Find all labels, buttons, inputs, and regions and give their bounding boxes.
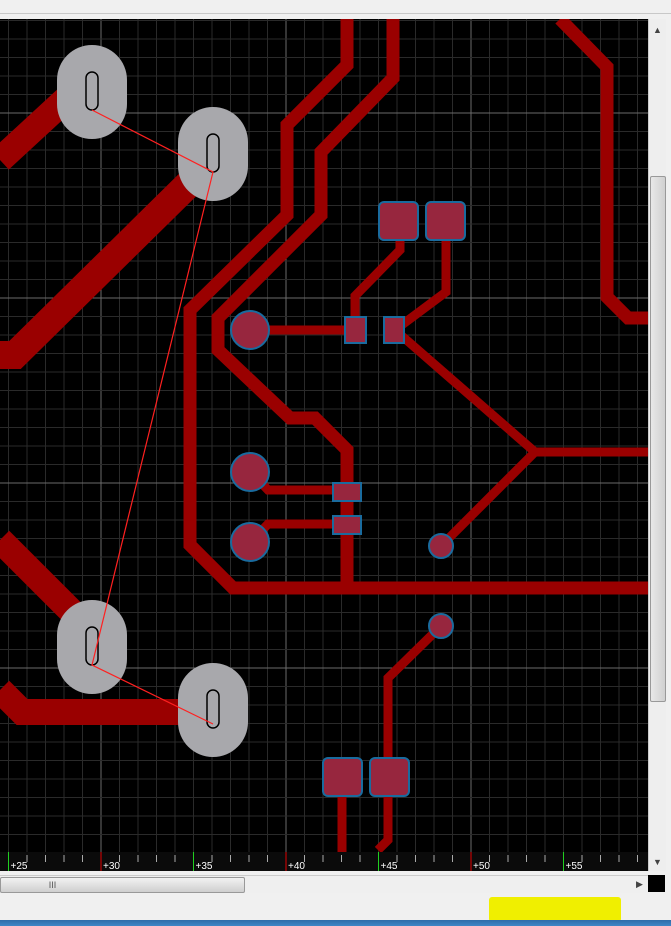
through-hole-pad[interactable] bbox=[57, 45, 127, 139]
smd-pad[interactable] bbox=[344, 316, 367, 344]
via[interactable] bbox=[428, 613, 454, 639]
smd-pad[interactable] bbox=[383, 316, 405, 344]
trace[interactable] bbox=[437, 448, 539, 550]
trace[interactable] bbox=[0, 150, 223, 369]
smd-pad[interactable] bbox=[378, 201, 419, 241]
vertical-scrollbar[interactable]: ▲ ▼ bbox=[648, 19, 666, 871]
vertical-scroll-thumb[interactable] bbox=[650, 176, 666, 702]
ruler-ticks: +25 +30 +35 +40 +45 +50 +55 bbox=[8, 852, 638, 872]
traces bbox=[0, 14, 648, 871]
ruler-label: +40 bbox=[288, 861, 305, 871]
scroll-grip: III bbox=[48, 880, 57, 890]
ruler-label: +55 bbox=[566, 861, 583, 871]
taskbar bbox=[0, 920, 671, 926]
smd-pads bbox=[230, 201, 466, 797]
through-hole-pad[interactable] bbox=[57, 600, 127, 694]
scroll-up-icon[interactable]: ▲ bbox=[653, 25, 662, 35]
trace[interactable] bbox=[211, 19, 400, 588]
scroll-right-icon[interactable]: ▶ bbox=[636, 879, 643, 889]
highlight-mark bbox=[489, 897, 621, 922]
window-top-bar bbox=[0, 0, 671, 14]
ruler-label: +45 bbox=[381, 861, 398, 871]
ruler-label: +25 bbox=[11, 861, 28, 871]
ratsnest-line bbox=[91, 109, 214, 725]
trace[interactable] bbox=[555, 14, 648, 325]
pcb-canvas[interactable]: +25 +30 +35 +40 +45 +50 +55 bbox=[0, 14, 648, 872]
ruler-label: +35 bbox=[196, 861, 213, 871]
smd-pad[interactable] bbox=[369, 757, 410, 797]
ruler-label: +30 bbox=[103, 861, 120, 871]
smd-pad[interactable] bbox=[425, 201, 466, 241]
through-hole-pad[interactable] bbox=[178, 107, 248, 201]
through-hole-pads bbox=[57, 45, 248, 757]
trace[interactable] bbox=[392, 222, 451, 334]
ruler-label: +50 bbox=[473, 861, 490, 871]
smd-pad[interactable] bbox=[332, 482, 362, 502]
smd-pad[interactable] bbox=[322, 757, 363, 797]
trace[interactable] bbox=[0, 680, 213, 725]
status-bar bbox=[0, 893, 671, 922]
scroll-down-icon[interactable]: ▼ bbox=[653, 857, 662, 867]
pcb-board[interactable]: +25 +30 +35 +40 +45 +50 +55 bbox=[0, 14, 648, 872]
via[interactable] bbox=[428, 533, 454, 559]
ruler bbox=[0, 852, 648, 871]
scroll-corner bbox=[648, 875, 665, 892]
smd-pad[interactable] bbox=[332, 515, 362, 535]
horizontal-scroll-thumb[interactable]: III bbox=[0, 877, 245, 893]
round-pad[interactable] bbox=[230, 310, 270, 350]
round-pad[interactable] bbox=[230, 522, 270, 562]
horizontal-scrollbar[interactable]: III ▶ bbox=[0, 875, 648, 893]
round-pad[interactable] bbox=[230, 452, 270, 492]
through-hole-pad[interactable] bbox=[178, 663, 248, 757]
trace[interactable] bbox=[183, 19, 648, 595]
